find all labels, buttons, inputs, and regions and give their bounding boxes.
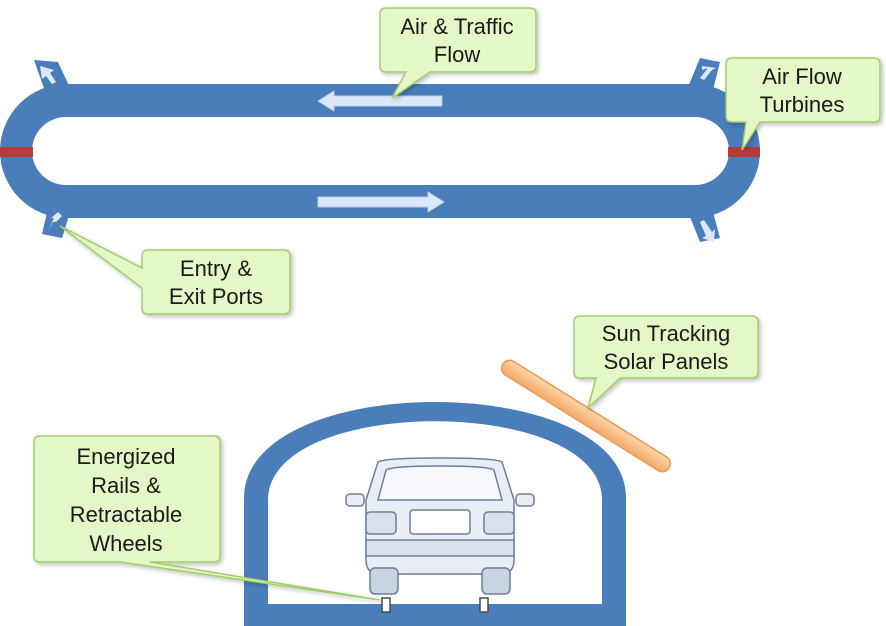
- port-arrow-icon: [40, 66, 716, 242]
- callout-air-traffic-flow-line2: Flow: [434, 42, 481, 67]
- callout-entry-exit-ports-line1: Entry &: [180, 256, 252, 281]
- callout-air-traffic-flow: [379, 7, 537, 99]
- callout-air-flow-turbines-line2: Turbines: [760, 92, 845, 117]
- callout-sun-tracking-line1: Sun Tracking: [602, 321, 730, 346]
- callout-energized-rails: [33, 435, 381, 601]
- car-rear-view-icon: [345, 457, 535, 613]
- flow-arrow-left-icon: [317, 90, 443, 112]
- callout-sun-tracking-solar-panels: [573, 315, 759, 411]
- callout-energized-line1: Energized: [76, 444, 175, 469]
- callout-air-traffic-flow-line1: Air & Traffic: [400, 14, 513, 39]
- callout-energized-line3: Retractable: [70, 502, 183, 527]
- callout-entry-exit-ports-line2: Exit Ports: [169, 284, 263, 309]
- callout-energized-line4: Wheels: [89, 531, 162, 556]
- callout-sun-tracking-line2: Solar Panels: [604, 349, 729, 374]
- port-stub-top-left: [34, 60, 72, 94]
- solar-panel: [500, 359, 672, 473]
- turbine-left: [0, 147, 33, 157]
- callout-air-flow-turbines: [725, 57, 881, 151]
- loop-track: [0, 58, 760, 242]
- callout-entry-exit-ports: [59, 225, 291, 315]
- callout-air-flow-turbines-line1: Air Flow: [762, 64, 842, 89]
- turbine-right: [728, 147, 760, 157]
- flow-arrow-right-icon: [317, 191, 445, 213]
- track-inner: [32, 117, 729, 185]
- callout-energized-line2: Rails &: [91, 473, 161, 498]
